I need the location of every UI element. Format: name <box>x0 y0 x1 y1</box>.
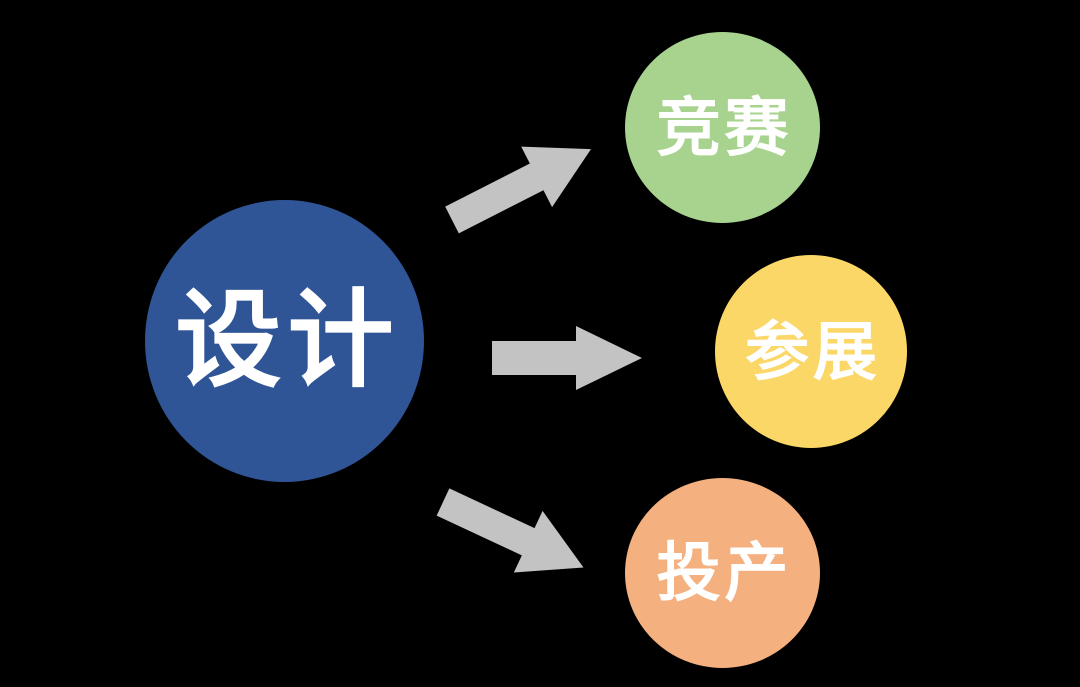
arrow-to-exhibition-icon <box>492 326 642 390</box>
node-production-label: 投产 <box>656 537 793 609</box>
arrow-to-production-icon <box>436 488 584 573</box>
node-design: 设计 <box>145 200 424 482</box>
node-exhibition-label: 参展 <box>745 315 881 388</box>
arrow-to-competition-icon <box>445 146 591 234</box>
node-exhibition: 参展 <box>715 255 907 448</box>
node-design-label: 设计 <box>175 282 401 400</box>
node-competition-label: 竞赛 <box>656 91 793 164</box>
node-competition: 竞赛 <box>625 32 820 223</box>
node-production: 投产 <box>625 478 820 668</box>
